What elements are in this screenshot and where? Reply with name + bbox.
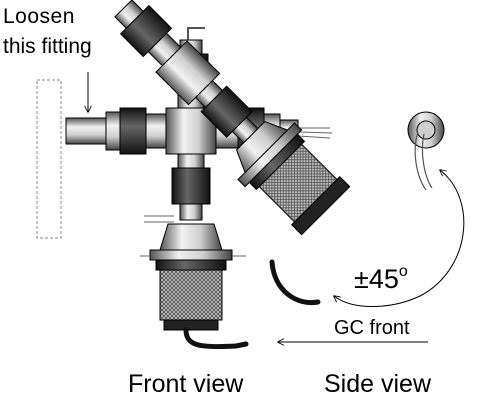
side-view-fitting: [114, 0, 351, 236]
side-view-caption: Side view: [324, 370, 431, 398]
rotation-value: ±45: [354, 264, 399, 294]
rotation-arc: [334, 170, 465, 307]
loosen-fitting: [65, 117, 107, 145]
oven-wall-outline: [36, 79, 62, 239]
gc-front-label: GC front: [334, 317, 410, 339]
rotation-label: ±45o: [354, 264, 408, 293]
front-knurled-nut: [159, 269, 223, 321]
front-cable: [183, 327, 249, 350]
instruction-line-2: this fitting: [3, 35, 92, 58]
rotation-degree: o: [398, 263, 408, 280]
side-cable: [269, 259, 321, 306]
instruction-line-1: Loosen: [3, 5, 75, 28]
front-view-caption: Front view: [128, 370, 244, 398]
